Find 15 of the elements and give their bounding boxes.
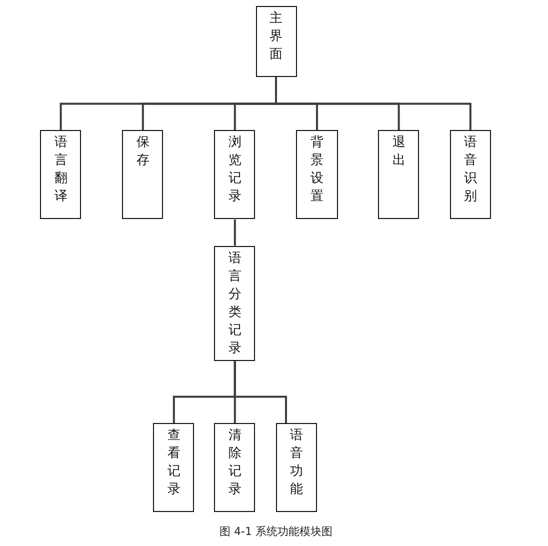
connector-line — [234, 220, 236, 246]
connector-line — [275, 77, 472, 130]
module-box: 退出 — [378, 130, 420, 220]
module-box: 浏览记录 — [214, 130, 256, 220]
figure-caption: 图 4-1 系统功能模块图 — [220, 524, 332, 538]
connector-line — [234, 361, 287, 424]
module-box: 语言翻译 — [40, 130, 82, 220]
module-box: 背景设置 — [296, 130, 338, 220]
module-box: 保存 — [122, 130, 164, 220]
module-box: 清除记录 — [214, 423, 256, 512]
module-box: 查看记录 — [153, 423, 194, 512]
module-box: 语音功能 — [276, 423, 317, 512]
module-box: 主界面 — [256, 6, 296, 77]
module-box: 语言分类记录 — [214, 246, 256, 362]
module-box: 语音识别 — [450, 130, 491, 220]
